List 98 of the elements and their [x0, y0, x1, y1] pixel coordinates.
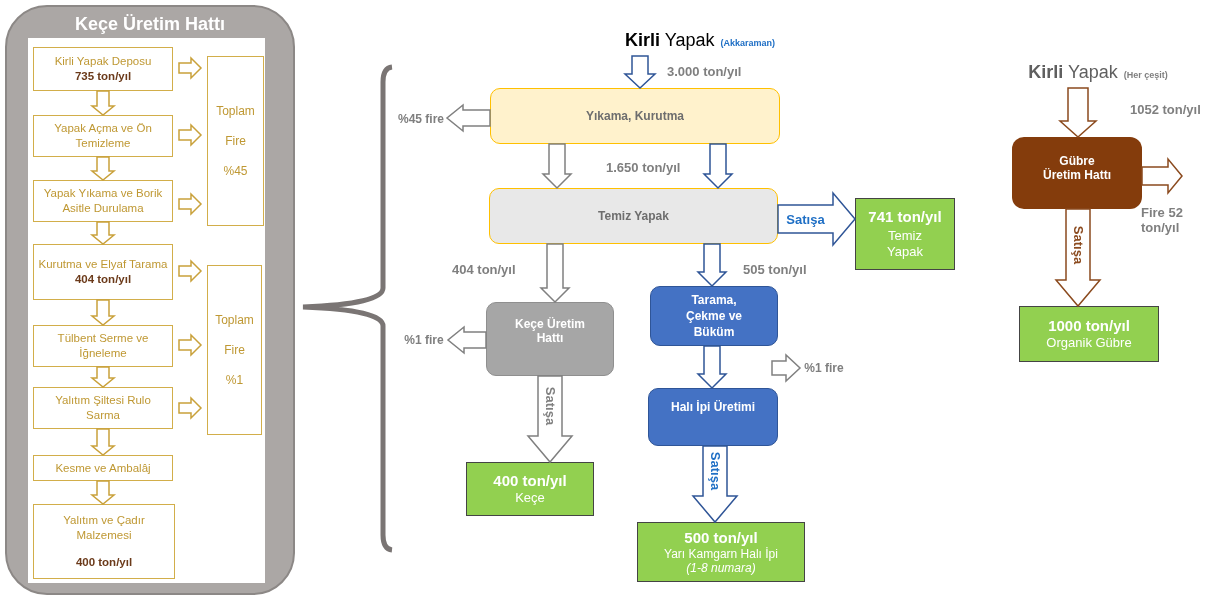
step-label: Yalıtım Şiltesi Rulo Sarma — [54, 393, 152, 423]
block-arrow — [178, 123, 203, 147]
amount-label: 400 ton/yıl — [75, 554, 133, 570]
edge-label: Satışa — [1070, 225, 1086, 264]
block-arrow — [691, 445, 739, 524]
product-box — [1019, 306, 1159, 362]
block-arrow — [696, 345, 728, 390]
loss-label: %1 fire — [800, 358, 848, 378]
edge-label: 505 ton/yıl — [743, 262, 807, 277]
product-label: Yarı Kamgarn Halı İpi (1-8 numara) — [663, 546, 779, 576]
loss-box — [207, 56, 264, 226]
loss-label: Toplam — [216, 104, 255, 118]
block-arrow — [1054, 208, 1102, 308]
panel — [5, 5, 295, 595]
source-note: (Akkaraman) — [720, 38, 775, 48]
process-box — [33, 115, 173, 157]
process-label: Keçe Üretim Hattı — [514, 317, 586, 345]
edge-label: Satışa — [707, 451, 723, 491]
output-box — [33, 504, 175, 579]
step-label: Yapak Açma ve Ön Temizleme — [53, 121, 153, 151]
edge-label: 1052 ton/yıl — [1130, 102, 1201, 117]
block-arrow — [89, 90, 117, 116]
note-label: Fire 52 ton/yıl — [1141, 205, 1184, 235]
block-arrow — [771, 353, 802, 383]
step-label: Yapak Yıkama ve Borik Asitle Durulama — [42, 186, 164, 216]
block-arrow — [445, 103, 491, 133]
product-box — [637, 522, 805, 582]
loss-label: Fire — [224, 343, 245, 357]
product-box — [855, 198, 955, 270]
amount-label: 741 ton/yıl — [868, 208, 942, 227]
block-arrow — [89, 366, 117, 388]
block-arrow — [446, 325, 487, 355]
block-arrow — [89, 221, 117, 245]
process-box — [33, 387, 173, 429]
block-arrow — [178, 192, 203, 216]
process-label: Halı İpi Üretimi — [671, 399, 755, 416]
block-arrow — [702, 143, 734, 190]
process-box — [650, 286, 778, 346]
process-box — [33, 244, 173, 300]
process-box — [33, 180, 173, 222]
process-label: Gübre Üretim Hattı — [1042, 154, 1112, 182]
process-box — [1012, 137, 1142, 209]
block-arrow — [178, 396, 203, 420]
process-box — [486, 302, 614, 376]
block-arrow — [539, 243, 571, 304]
block-arrow — [1141, 156, 1183, 196]
step-label: Kurutma ve Elyaf Tarama — [38, 257, 168, 272]
block-arrow — [541, 143, 573, 190]
block-arrow — [1058, 87, 1098, 138]
amount-label: 500 ton/yıl — [684, 528, 758, 547]
amount-label: 735 ton/yıl — [74, 69, 132, 84]
block-arrow — [696, 243, 728, 288]
source-label: Kirli Yapak — [1028, 62, 1118, 83]
process-box — [33, 47, 173, 91]
amount-label: 400 ton/yıl — [493, 472, 567, 491]
process-box — [648, 388, 778, 446]
loss-value: %45 — [223, 164, 248, 178]
block-arrow — [89, 480, 117, 505]
step-label: Kirli Yapak Deposu — [54, 54, 152, 69]
step-label: Kesme ve Ambalâj — [55, 460, 151, 476]
block-arrow — [89, 299, 117, 326]
edge-label: 404 ton/yıl — [452, 262, 516, 277]
product-label: Temiz Yapak — [886, 228, 924, 260]
process-box — [489, 188, 778, 244]
edge-label: 1.650 ton/yıl — [606, 160, 681, 175]
process-label: Tarama, Çekme ve Büküm — [684, 291, 743, 341]
loss-label: %1 fire — [400, 330, 448, 350]
loss-label: Fire — [225, 134, 246, 148]
process-box — [33, 455, 173, 481]
product-box — [466, 462, 594, 516]
process-label: Temiz Yapak — [598, 209, 669, 223]
loss-value: %1 — [225, 373, 244, 387]
loss-label: Toplam — [215, 313, 254, 327]
process-box — [33, 325, 173, 367]
process-label: Yıkama, Kurutma — [585, 109, 684, 123]
source-note: (Her çeşit) — [1123, 70, 1168, 80]
panel-title: Keçe Üretim Hattı — [74, 14, 225, 35]
block-arrow — [89, 428, 117, 456]
step-label: Tülbent Serme ve İğneleme — [56, 331, 150, 361]
block-arrow — [777, 190, 856, 248]
edge-label: 3.000 ton/yıl — [667, 64, 742, 79]
block-arrow — [178, 333, 203, 357]
block-arrow — [178, 56, 203, 80]
block-arrow — [178, 259, 203, 283]
amount-label: 404 ton/yıl — [74, 272, 132, 287]
step-label: Yalıtım ve Çadır Malzemesi — [62, 513, 146, 543]
block-arrow — [89, 156, 117, 181]
block-arrow — [526, 375, 574, 464]
loss-box — [207, 265, 262, 435]
process-box — [490, 88, 780, 144]
amount-label: 1000 ton/yıl — [1048, 317, 1130, 336]
product-label: Keçe — [515, 490, 545, 506]
block-arrow — [623, 55, 657, 90]
source-label: Kirli Yapak — [625, 30, 715, 51]
product-label: Organik Gübre — [1046, 335, 1132, 351]
edge-label: Satışa — [542, 386, 558, 426]
loss-label: %45 fire — [395, 109, 447, 129]
edge-label: Satışa — [786, 211, 825, 227]
